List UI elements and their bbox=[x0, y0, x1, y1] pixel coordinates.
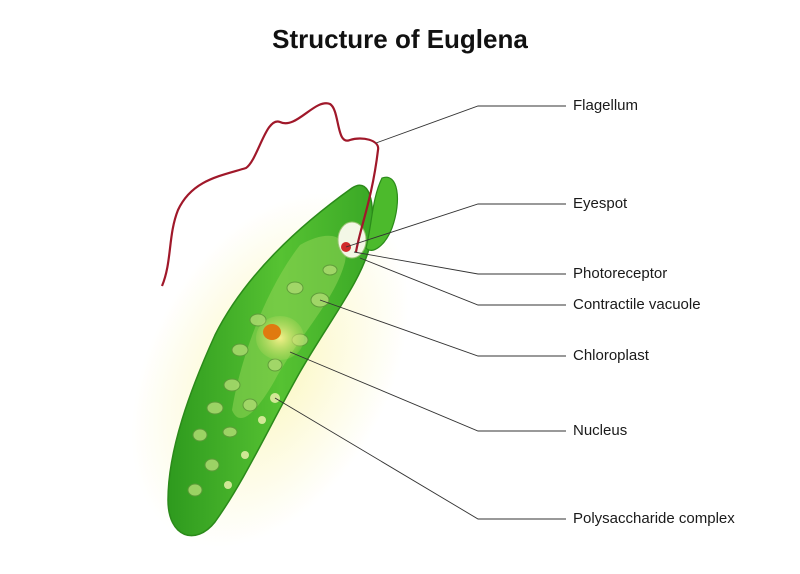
chloroplast-oval bbox=[267, 358, 283, 372]
polysaccharide-granules bbox=[224, 393, 280, 489]
chloroplast-oval bbox=[222, 426, 238, 438]
chloroplast-oval bbox=[223, 378, 241, 392]
chloroplast-oval bbox=[242, 398, 258, 412]
label-nucleus: Nucleus bbox=[573, 422, 628, 439]
chloroplast-oval bbox=[231, 343, 249, 357]
chloroplast-oval bbox=[249, 313, 267, 327]
leader-flagellum bbox=[375, 105, 566, 144]
leader-eyespot bbox=[345, 203, 566, 248]
chloroplast-oval bbox=[187, 483, 203, 497]
leader-chloroplast bbox=[319, 299, 566, 357]
diagram-title: Structure of Euglena bbox=[272, 24, 528, 54]
nucleus-region bbox=[256, 316, 304, 360]
granule bbox=[241, 451, 249, 459]
granule bbox=[224, 481, 232, 489]
flagellum bbox=[160, 102, 380, 287]
cell-anterior-lobe bbox=[365, 176, 399, 251]
label-contractile-vacuole: Contractile vacuole bbox=[573, 296, 701, 313]
nucleolus bbox=[263, 324, 281, 340]
granule bbox=[258, 416, 266, 424]
leader-nucleus bbox=[289, 351, 566, 432]
chloroplast-oval bbox=[204, 458, 220, 472]
leader-lines bbox=[274, 105, 566, 520]
label-flagellum: Flagellum bbox=[573, 97, 639, 114]
label-eyespot: Eyespot bbox=[573, 195, 628, 212]
label-photoreceptor: Photoreceptor bbox=[573, 265, 668, 282]
chloroplast-oval bbox=[192, 428, 208, 442]
label-chloroplast: Chloroplast bbox=[573, 347, 649, 364]
leader-polysaccharide bbox=[274, 397, 566, 520]
leader-photoreceptor bbox=[353, 251, 566, 275]
chloroplast-oval bbox=[206, 401, 224, 415]
label-polysaccharide-complex: Polysaccharide complex bbox=[573, 510, 735, 527]
chloroplast-oval bbox=[286, 281, 304, 295]
chloroplasts bbox=[187, 264, 338, 497]
chloroplast-oval bbox=[322, 264, 338, 276]
leader-contractile-vacuole bbox=[359, 257, 566, 306]
